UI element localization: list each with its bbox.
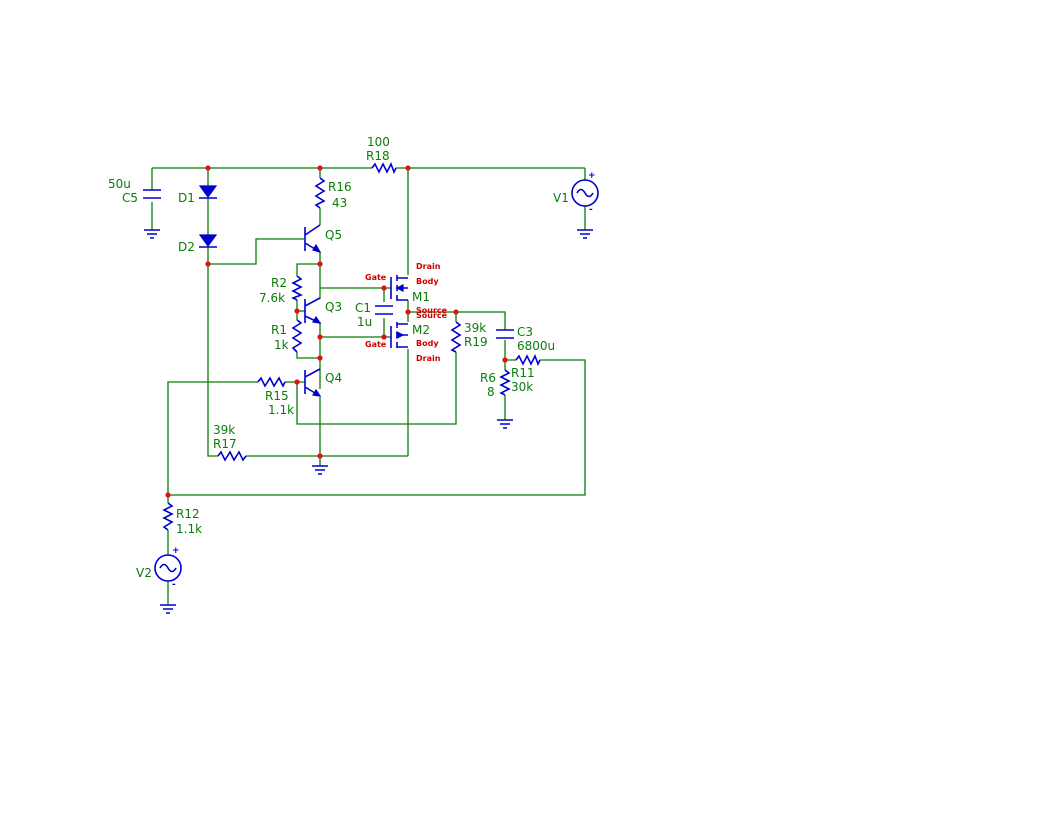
r6-value-label: 8 <box>487 385 495 399</box>
diode-d1 <box>198 185 218 199</box>
m2-body-pin-label: Body <box>416 339 439 348</box>
c3-name-label: C3 <box>517 325 533 339</box>
m2-name-label: M2 <box>412 323 430 337</box>
r12-value-label: 1.1k <box>176 522 202 536</box>
r15-name-label: R15 <box>265 389 289 403</box>
v1-name-label: V1 <box>553 191 569 205</box>
r1-name-label: R1 <box>271 323 287 337</box>
r11-value-label: 30k <box>511 380 533 394</box>
r1-value-label: 1k <box>274 338 289 352</box>
resistor-r17 <box>217 450 247 462</box>
ground-v1 <box>577 229 593 239</box>
v1-minus-label: - <box>589 205 593 215</box>
v2-name-label: V2 <box>136 566 152 580</box>
r6-name-label: R6 <box>480 371 496 385</box>
v2-minus-label: - <box>172 580 176 590</box>
m1-source-pin-label: Source <box>416 306 448 315</box>
r18-name-label: R18 <box>366 149 390 163</box>
v1-plus-label: + <box>588 171 596 181</box>
r18-value-label: 100 <box>367 135 390 149</box>
q5-base-wire <box>208 238 304 265</box>
r17-name-label: R17 <box>213 437 237 451</box>
transistor-q3 <box>304 297 322 324</box>
q4-name-label: Q4 <box>325 371 342 385</box>
diode-d2 <box>198 234 218 248</box>
r11-name-label: R11 <box>511 366 535 380</box>
m2-source-pin-label: Source <box>416 311 448 320</box>
ground-r6 <box>497 419 513 429</box>
transistor-q5 <box>304 224 322 253</box>
m2-gate-pin-label: Gate <box>365 340 387 349</box>
r12-name-label: R12 <box>176 507 200 521</box>
mosfet-m2 <box>390 322 408 348</box>
d1-name-label: D1 <box>178 191 195 205</box>
mosfet-m1 <box>390 275 408 301</box>
capacitor-c1 <box>375 305 393 315</box>
ground-c5 <box>144 229 160 239</box>
c5-value-label: 50u <box>108 177 131 191</box>
r15-value-label: 1.1k <box>268 403 294 417</box>
m2-drain-pin-label: Drain <box>416 354 441 363</box>
ground-main <box>312 465 328 475</box>
resistor-r1 <box>291 319 303 353</box>
m1-drain-pin-label: Drain <box>416 262 441 271</box>
resistor-r2 <box>291 275 303 301</box>
m1-body-pin-label: Body <box>416 277 439 286</box>
c3-value-label: 6800u <box>517 339 555 353</box>
r19-name-label: R19 <box>464 335 488 349</box>
r16-value-label: 43 <box>332 196 347 210</box>
r17-value-label: 39k <box>213 423 235 437</box>
capacitor-c3 <box>496 329 514 339</box>
resistor-r16 <box>314 177 326 209</box>
q3-name-label: Q3 <box>325 300 342 314</box>
voltage-source-v2 <box>154 554 182 582</box>
capacitor-c5 <box>143 189 161 199</box>
ground-v2 <box>160 604 176 614</box>
resistor-r18 <box>371 162 397 174</box>
resistor-r19 <box>450 321 462 353</box>
r2-value-label: 7.6k <box>259 291 285 305</box>
voltage-source-v1 <box>571 179 599 207</box>
v2-plus-label: + <box>172 546 180 556</box>
c5-name-label: C5 <box>122 191 138 205</box>
transistor-q4 <box>304 368 322 397</box>
junction-dots <box>165 165 508 498</box>
r19-feedback-wire <box>296 312 457 425</box>
diode-column-wire <box>207 168 218 457</box>
q5-name-label: Q5 <box>325 228 342 242</box>
m1-gate-pin-label: Gate <box>365 273 387 282</box>
r19-value-label: 39k <box>464 321 486 335</box>
r2-name-label: R2 <box>271 276 287 290</box>
resistor-r15 <box>257 376 286 388</box>
d2-name-label: D2 <box>178 240 195 254</box>
resistor-r6 <box>499 369 511 396</box>
resistor-r11 <box>515 354 541 366</box>
c1-name-label: C1 <box>355 301 371 315</box>
gate-wires <box>320 287 391 338</box>
resistor-r12 <box>162 502 174 531</box>
m1-name-label: M1 <box>412 290 430 304</box>
c1-value-label: 1u <box>357 315 372 329</box>
r16-name-label: R16 <box>328 180 352 194</box>
